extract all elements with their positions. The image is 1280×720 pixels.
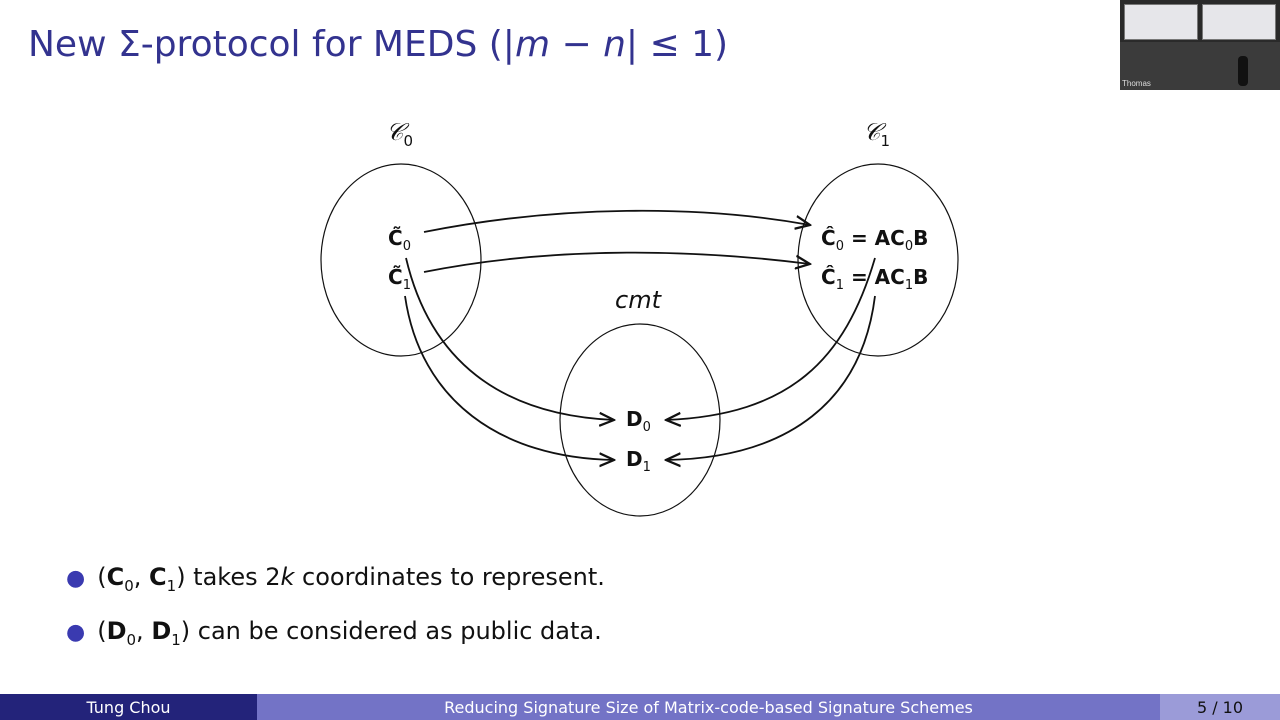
title-m: m <box>514 24 551 65</box>
slide-footer: Tung Chou Reducing Signature Size of Mat… <box>0 694 1280 720</box>
footer-author: Tung Chou <box>0 694 257 720</box>
node-c1-hat: Ĉ1 = AC1B <box>821 265 929 293</box>
webcam-presenter <box>1238 56 1248 86</box>
webcam-room <box>1120 42 1280 90</box>
set-c0-ellipse <box>320 163 482 357</box>
footer-page-number: 5 / 10 <box>1160 694 1280 720</box>
node-c0-tilde: C̃0 <box>388 226 411 254</box>
bullet-1: ●(C0, C1) takes 2k coordinates to repres… <box>66 563 605 595</box>
title-suffix: | ≤ 1) <box>625 24 729 65</box>
node-c0-hat: Ĉ0 = AC0B <box>821 226 929 254</box>
set-cmt-ellipse <box>559 323 721 517</box>
title-n: n <box>603 24 626 65</box>
node-d0: D0 <box>626 407 651 435</box>
arrow-c1hat-to-d0 <box>666 257 876 420</box>
webcam-screen-right <box>1202 4 1276 40</box>
arrow-c1-to-d1 <box>404 295 614 460</box>
set-c0-label: 𝒞0 <box>386 118 414 150</box>
webcam-label: Thomas <box>1122 79 1151 88</box>
node-d1: D1 <box>626 447 651 475</box>
arrow-c0-to-c1-top <box>423 209 810 233</box>
bullet-dot-icon: ● <box>66 566 86 591</box>
arrow-c0-to-d0 <box>405 257 614 420</box>
node-c1-tilde: C̃1 <box>388 265 411 293</box>
set-cmt-label: cmt <box>615 286 661 314</box>
slide-title: New Σ-protocol for MEDS (|m − n| ≤ 1) <box>28 24 728 65</box>
webcam-screen-left <box>1124 4 1198 40</box>
title-minus: − <box>550 24 604 65</box>
bullet-2: ●(D0, D1) can be considered as public da… <box>66 617 602 649</box>
bullet-dot-icon: ● <box>66 620 86 645</box>
webcam-overlay: Thomas <box>1120 0 1280 90</box>
arrow-c1hat-to-d1 <box>666 295 876 460</box>
footer-title: Reducing Signature Size of Matrix-code-b… <box>257 694 1160 720</box>
title-prefix: New Σ-protocol for MEDS (| <box>28 24 515 65</box>
arrow-c0-to-c1-bottom <box>423 251 810 273</box>
set-c1-label: 𝒞1 <box>863 118 891 150</box>
set-c1-ellipse <box>797 163 959 357</box>
